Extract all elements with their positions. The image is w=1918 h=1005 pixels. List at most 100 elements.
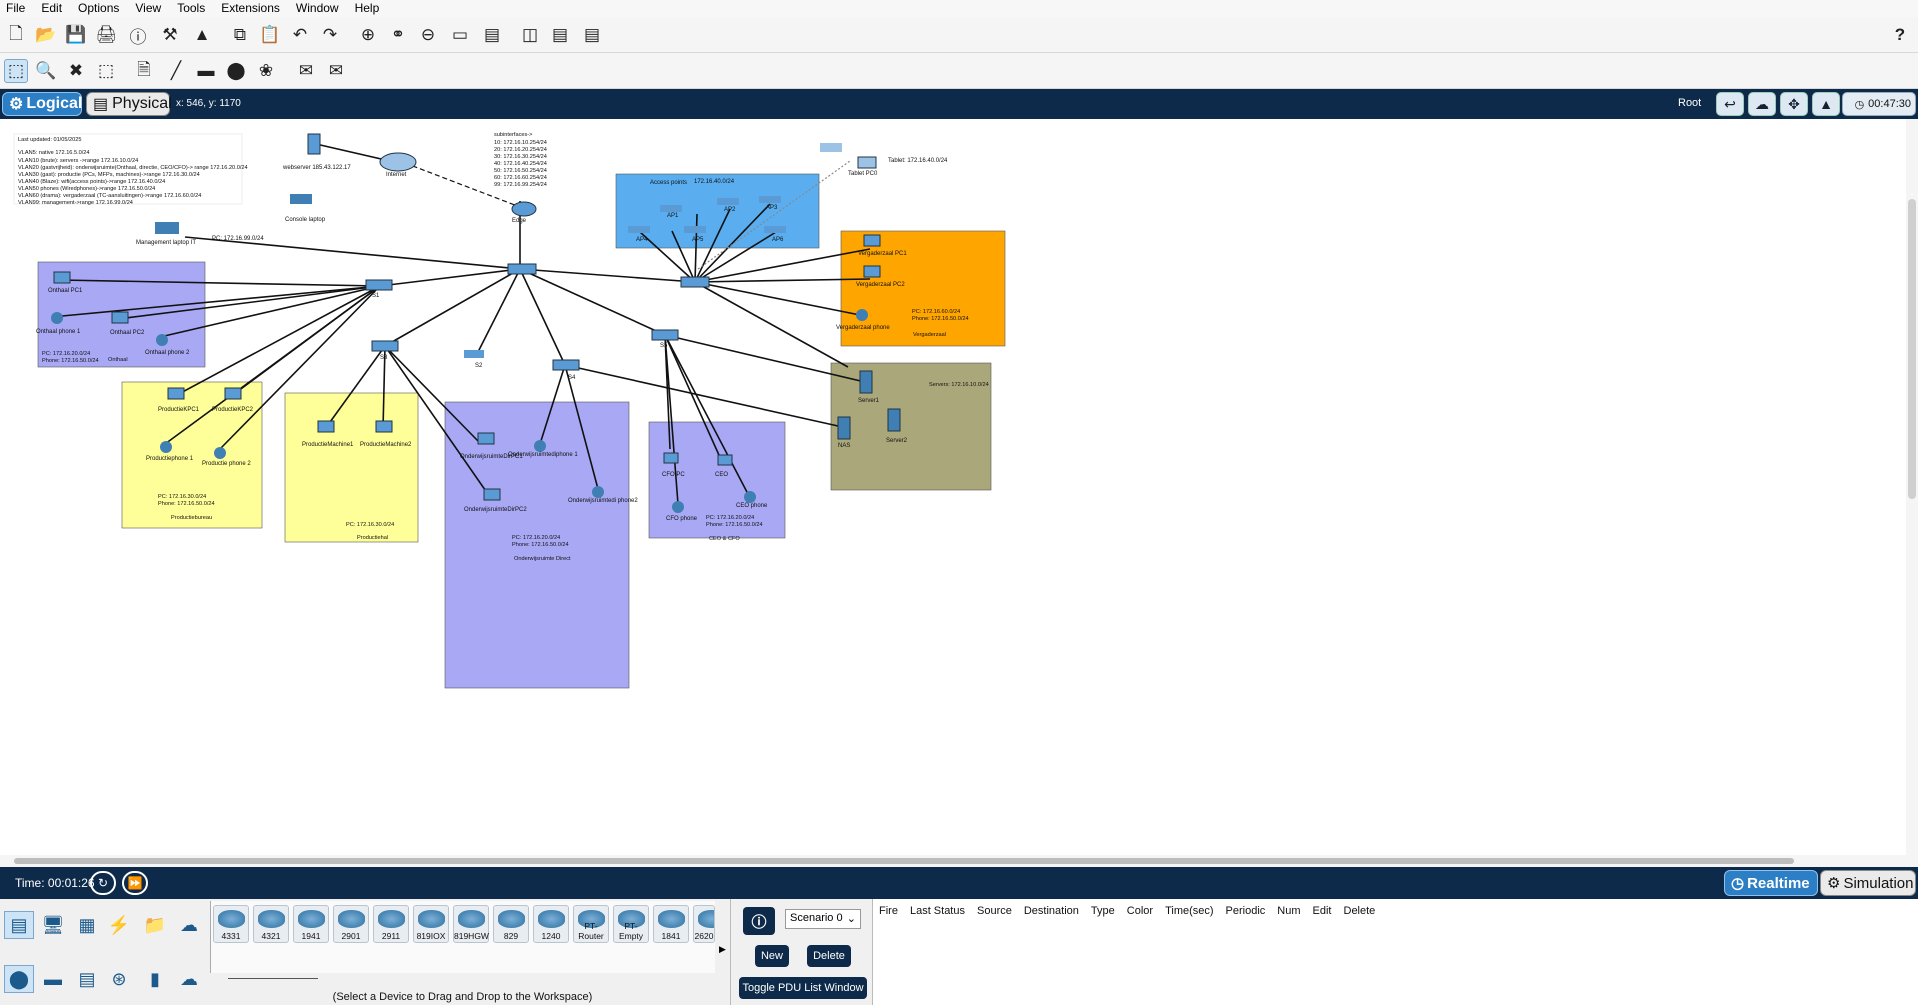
multiuser-icon[interactable]: ☁ (180, 914, 198, 935)
move-icon[interactable]: ✥ (1780, 92, 1808, 116)
power-cycle-icon[interactable]: ↻ (90, 871, 116, 895)
device-1941[interactable]: 1941 (293, 905, 329, 943)
device-829[interactable]: 829 (493, 905, 529, 943)
router-icon (538, 910, 565, 928)
direct-pc1-label: OnderwijsruimteDirPC1 (460, 454, 523, 460)
workspace-clock: ◷00:47:30 (1842, 92, 1916, 116)
copy-icon[interactable]: ⧉ (233, 25, 247, 44)
vertical-scrollbar[interactable] (1906, 119, 1918, 867)
menu-window[interactable]: Window (295, 1, 339, 15)
vertical-scroll-thumb[interactable] (1908, 199, 1916, 499)
custom-device-icon[interactable]: ▤ (483, 25, 501, 44)
device-scroll-track[interactable] (228, 978, 318, 979)
paste-icon[interactable]: 📋 (259, 25, 281, 44)
pdu-controls: ⓘ Scenario 0⌄ New Delete Toggle PDU List… (731, 899, 873, 1005)
toggle-pdu-list-button[interactable]: Toggle PDU List Window (739, 977, 867, 999)
security-icon[interactable]: ▮ (150, 968, 160, 989)
undo-icon[interactable]: ↶ (292, 25, 308, 44)
connections-icon[interactable]: ⚡ (107, 914, 131, 935)
hubs-icon[interactable]: ▤ (78, 968, 96, 989)
menu-view[interactable]: View (135, 1, 162, 15)
draw-ellipse-icon[interactable]: ⬤ (226, 61, 246, 80)
device-1841[interactable]: 1841 (653, 905, 689, 943)
zoom-out-icon[interactable]: ⊖ (420, 25, 436, 44)
help-icon[interactable]: ? (1894, 25, 1906, 44)
zoom-in-icon[interactable]: ⊕ (360, 25, 376, 44)
menu-options[interactable]: Options (78, 1, 120, 15)
network-info-icon[interactable]: ▲ (193, 25, 211, 44)
subif-0: 10: 172.16.10.254/24 (494, 140, 547, 146)
activity-wizard-icon[interactable]: ⚒ (162, 25, 178, 44)
resize-shape-icon[interactable]: ⬚ (97, 61, 115, 80)
add-complex-pdu-icon[interactable]: ✉ (328, 61, 344, 80)
ap-box-label: Access points (650, 180, 687, 186)
info-icon[interactable]: ⓘ (129, 27, 147, 47)
horizontal-scrollbar[interactable] (0, 855, 1906, 867)
servers-name: Servers: 172.16.10.0/24 (929, 382, 989, 388)
simulation-button[interactable]: ⚙Simulation (1820, 870, 1916, 896)
device-pt-empty[interactable]: PT-Empty (613, 905, 649, 943)
redo-icon[interactable]: ↷ (322, 25, 338, 44)
menu-help[interactable]: Help (354, 1, 380, 15)
add-simple-pdu-icon[interactable]: ✉ (298, 61, 314, 80)
zoom-reset-icon[interactable]: ⚭ (390, 25, 406, 44)
device-pt-empty-label: PT-Empty (618, 921, 644, 941)
open-folder-icon[interactable]: 📂 (35, 25, 57, 44)
device-819hgw[interactable]: 819HGW (453, 905, 489, 943)
horizontal-scroll-thumb[interactable] (14, 858, 1794, 864)
device-pt-router[interactable]: PT-Router (573, 905, 609, 943)
device-2911[interactable]: 2911 (373, 905, 409, 943)
print-icon[interactable]: 🖨 (95, 25, 117, 44)
freeform-icon[interactable]: ❀ (258, 61, 274, 80)
select-tool-icon[interactable]: ⬚ (4, 59, 28, 83)
device-4321[interactable]: 4321 (253, 905, 289, 943)
save-icon[interactable]: 💾 (65, 25, 87, 44)
menu-tools[interactable]: Tools (177, 1, 206, 15)
inspect-icon[interactable]: 🔍 (35, 61, 57, 80)
cluster-icon[interactable]: ◫ (521, 25, 539, 44)
new-file-icon[interactable]: 🗋 (9, 23, 23, 43)
simulation-label: Simulation (1843, 874, 1914, 892)
cloud-icon[interactable]: ☁ (1748, 92, 1776, 116)
wireless-icon[interactable]: ⊛ (111, 968, 127, 989)
tab-logical[interactable]: ⚙Logical (2, 92, 82, 116)
router-icon (698, 910, 714, 928)
background-image-icon[interactable]: ▲ (1812, 92, 1840, 116)
device-4331[interactable]: 4331 (213, 905, 249, 943)
scenario-select[interactable]: Scenario 0⌄ (785, 909, 861, 929)
new-scenario-button[interactable]: New (755, 945, 789, 967)
wan-emulation-icon[interactable]: ☁ (180, 968, 198, 989)
misc-icon[interactable]: 📁 (143, 914, 167, 935)
scenario-info-icon[interactable]: ⓘ (743, 907, 775, 935)
realtime-label: Realtime (1747, 874, 1810, 892)
tab-physical[interactable]: ▤Physical (86, 92, 172, 116)
note-line-5: VLAN50 phones (Wiredphones)->range 172.1… (18, 186, 155, 192)
delete-scenario-button[interactable]: Delete (807, 945, 851, 967)
expand-arrow-icon[interactable]: ▶ (719, 944, 726, 954)
network-devices-icon[interactable]: ▤ (4, 911, 34, 939)
device-2901[interactable]: 2901 (333, 905, 369, 943)
realtime-button[interactable]: ◷Realtime (1724, 870, 1818, 896)
menu-extensions[interactable]: Extensions (221, 1, 280, 15)
switches-icon[interactable]: ▬ (44, 968, 62, 989)
device-2620[interactable]: 2620 (693, 905, 715, 943)
screenshot-icon[interactable]: ▤ (583, 25, 601, 44)
back-icon[interactable]: ↩ (1716, 92, 1744, 116)
device-819iox[interactable]: 819IOX (413, 905, 449, 943)
zone-ceo-cfo (648, 421, 786, 539)
delete-icon[interactable]: ✖ (68, 61, 84, 80)
draw-rectangle-icon[interactable]: ▬ (197, 61, 215, 80)
device-1240[interactable]: 1240 (533, 905, 569, 943)
components-icon[interactable]: ▦ (78, 914, 96, 935)
routers-icon[interactable]: ⬤ (4, 965, 34, 993)
menu-edit[interactable]: Edit (41, 1, 63, 15)
fast-forward-icon[interactable]: ⏩ (122, 871, 148, 895)
place-note-icon[interactable]: 🗎 (137, 59, 151, 79)
draw-line-icon[interactable]: ╱ (170, 61, 182, 80)
end-devices-icon[interactable]: 🖥 (41, 914, 65, 935)
drawing-palette-icon[interactable]: ▭ (451, 25, 469, 44)
logical-workspace[interactable]: Last updated: 01/05/2025 VLAN5: native 1… (0, 119, 1918, 867)
viewport-icon[interactable]: ▤ (551, 25, 569, 44)
menu-file[interactable]: File (6, 1, 26, 15)
